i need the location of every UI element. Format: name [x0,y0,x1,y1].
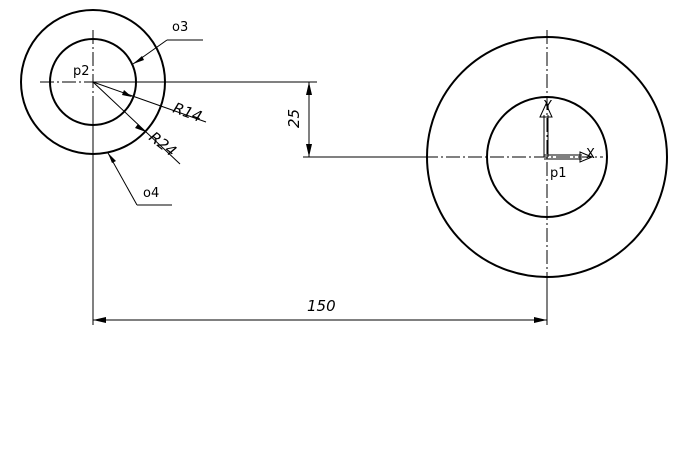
label-o3: o3 [172,20,188,35]
label-r14: R14 [171,99,205,126]
dim-horizontal-150: 150 [92,110,548,325]
dim150-label: 150 [307,297,336,315]
label-r24: R24 [146,128,180,160]
dim-vertical-25: 25 [93,81,424,158]
label-p2: p2 [73,64,90,79]
ucs-y-label: Y [543,99,552,114]
callout-o3: o3 [132,20,203,65]
callout-o4: o4 [107,152,172,206]
dim25-label: 25 [285,109,303,128]
right-circles: p1 [424,30,668,278]
r14-leader [92,81,207,123]
r24-leader [92,81,181,165]
radius-r14: R14 [92,81,207,126]
ucs-x-arrow [579,151,594,163]
dim25-arrow-top [306,82,312,95]
ucs-x-label: X [586,147,595,162]
dim25-arrow-bottom [306,144,312,157]
label-o4: o4 [143,186,159,201]
ucs-y-arrow [539,102,553,118]
o4-arrow [108,153,116,163]
r24-arrow [135,124,146,132]
ucs-icon: Y X [539,99,595,163]
r14-arrow [122,90,132,97]
dim150-arrow-left [93,317,106,323]
dim150-arrow-right [534,317,547,323]
label-p1: p1 [550,166,567,181]
o3-arrow [133,56,144,64]
